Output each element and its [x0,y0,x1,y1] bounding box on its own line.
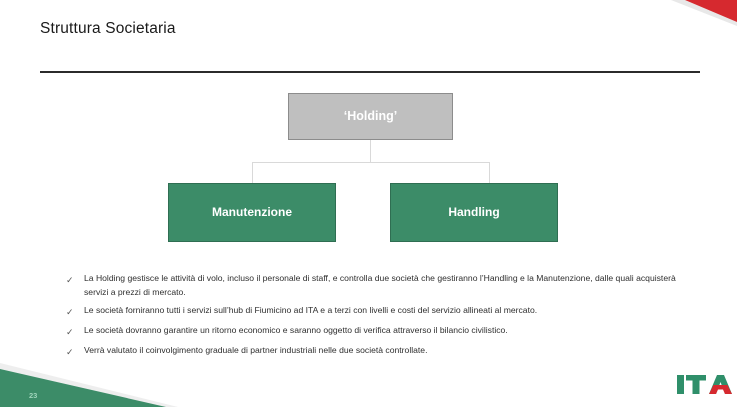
org-node-handling[interactable]: Handling [390,183,558,242]
connector-to-manutenzione [252,162,253,183]
page-title: Struttura Societaria [40,20,176,37]
list-item-text: Le società dovranno garantire un ritorno… [84,325,508,335]
checkmark-icon: ✓ [66,327,74,337]
title-divider [40,71,700,73]
org-node-holding[interactable]: ‘Holding’ [288,93,453,140]
list-item-text: La Holding gestisce le attività di volo,… [84,273,676,297]
bullet-list: ✓ La Holding gestisce le attività di vol… [66,272,676,364]
checkmark-icon: ✓ [66,275,74,285]
page-number: 23 [29,391,38,400]
org-chart: ‘Holding’ Manutenzione Handling [168,93,558,242]
ita-logo-icon [675,371,737,401]
connector-horizontal-bar [252,162,490,163]
list-item-text: Le società forniranno tutti i servizi su… [84,305,538,315]
list-item: ✓ Le società dovranno garantire un ritor… [66,324,676,339]
org-node-handling-label: Handling [448,205,500,220]
checkmark-icon: ✓ [66,307,74,317]
ita-logo-graphic [677,375,732,394]
list-item: ✓ La Holding gestisce le attività di vol… [66,272,676,299]
list-item: ✓ Le società forniranno tutti i servizi … [66,304,676,319]
list-item-text: Verrà valutato il coinvolgimento gradual… [84,345,428,355]
org-node-manutenzione-label: Manutenzione [212,205,292,220]
connector-to-handling [489,162,490,183]
org-node-holding-label: ‘Holding’ [343,109,398,123]
org-node-manutenzione[interactable]: Manutenzione [168,183,336,242]
checkmark-icon: ✓ [66,347,74,357]
connector-holding-stem [370,140,371,163]
list-item: ✓ Verrà valutato il coinvolgimento gradu… [66,344,676,359]
